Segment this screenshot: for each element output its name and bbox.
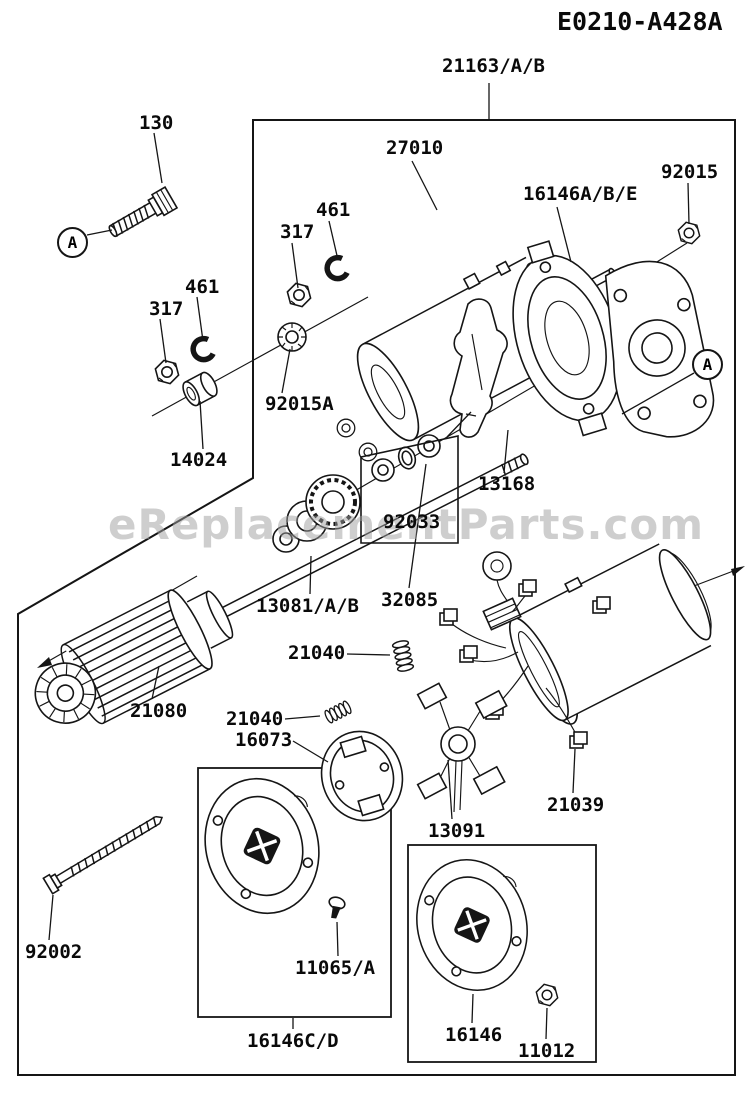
part-label-21039: 21039	[547, 794, 605, 816]
brush-wiring-21039	[439, 551, 611, 749]
part-label-16146: 16146	[445, 1024, 503, 1046]
part-label-13081: 13081/A/B	[256, 595, 359, 617]
nut-11012	[535, 983, 559, 1007]
part-label-11012: 11012	[518, 1040, 576, 1062]
part-label-27010: 27010	[386, 137, 444, 159]
armature-21080	[34, 453, 529, 725]
part-label-92015a: 92015A	[265, 393, 334, 415]
brush-spring-21040-a	[391, 638, 415, 674]
drawing-code: E0210-A428A	[557, 7, 723, 36]
bushing-14024	[182, 371, 218, 407]
screw-11065	[328, 896, 346, 919]
cover-box-16146	[407, 844, 597, 1063]
part-label-92033: 92033	[383, 511, 441, 533]
part-label-32085: 32085	[381, 589, 439, 611]
part-label-21080: 21080	[130, 700, 188, 722]
ref-marker-a-left-text: A	[67, 233, 78, 252]
box-92033	[360, 435, 459, 544]
end-cover-plate	[604, 260, 715, 438]
ref-marker-a-right: A	[692, 349, 723, 380]
part-label-16146cd: 16146C/D	[247, 1030, 339, 1052]
nut-317-b	[154, 359, 180, 385]
bolt-130	[108, 186, 179, 238]
part-label-21040-b: 21040	[226, 708, 284, 730]
yoke-housing	[509, 543, 712, 722]
snap-ring-461-b	[190, 337, 214, 363]
part-label-21040-a: 21040	[288, 642, 346, 664]
watermark: eReplacementParts.com	[108, 500, 704, 549]
part-label-14024: 14024	[170, 449, 228, 471]
bolt-92002	[42, 815, 164, 895]
clutch-pinion-13081	[272, 474, 361, 553]
part-label-317-a: 317	[280, 221, 315, 243]
leader-lines	[48, 83, 695, 1040]
part-label-461-b: 461	[185, 276, 220, 298]
part-label-13091: 13091	[428, 820, 486, 842]
part-label-461-a: 461	[316, 199, 351, 221]
retainer-92015a	[277, 322, 307, 352]
insulator-plate-16073	[320, 730, 404, 822]
part-label-16073: 16073	[235, 729, 293, 751]
brush-spring-21040-b	[322, 699, 354, 725]
snap-ring-461-a	[324, 256, 348, 282]
end-bracket-16146abe	[512, 240, 622, 437]
brush-holder-13091	[416, 682, 508, 813]
part-label-130: 130	[139, 112, 174, 134]
part-label-21163: 21163/A/B	[442, 55, 545, 77]
part-label-92015: 92015	[661, 161, 719, 183]
end-cover-16146	[400, 845, 544, 1005]
nut-92015	[677, 221, 701, 245]
part-label-92002: 92002	[25, 941, 83, 963]
ref-marker-a-left: A	[57, 227, 88, 258]
end-cover-16146cd	[188, 764, 336, 928]
shift-lever-13168	[449, 298, 508, 438]
part-label-13168: 13168	[478, 473, 536, 495]
cover-box-16146cd	[197, 767, 392, 1018]
part-label-11065: 11065/A	[295, 957, 376, 979]
main-assembly-box	[17, 119, 736, 1076]
nut-317-a	[286, 282, 312, 308]
part-label-16146abe: 16146A/B/E	[523, 183, 638, 205]
ref-marker-a-right-text: A	[702, 355, 713, 374]
part-label-317-b: 317	[149, 298, 184, 320]
